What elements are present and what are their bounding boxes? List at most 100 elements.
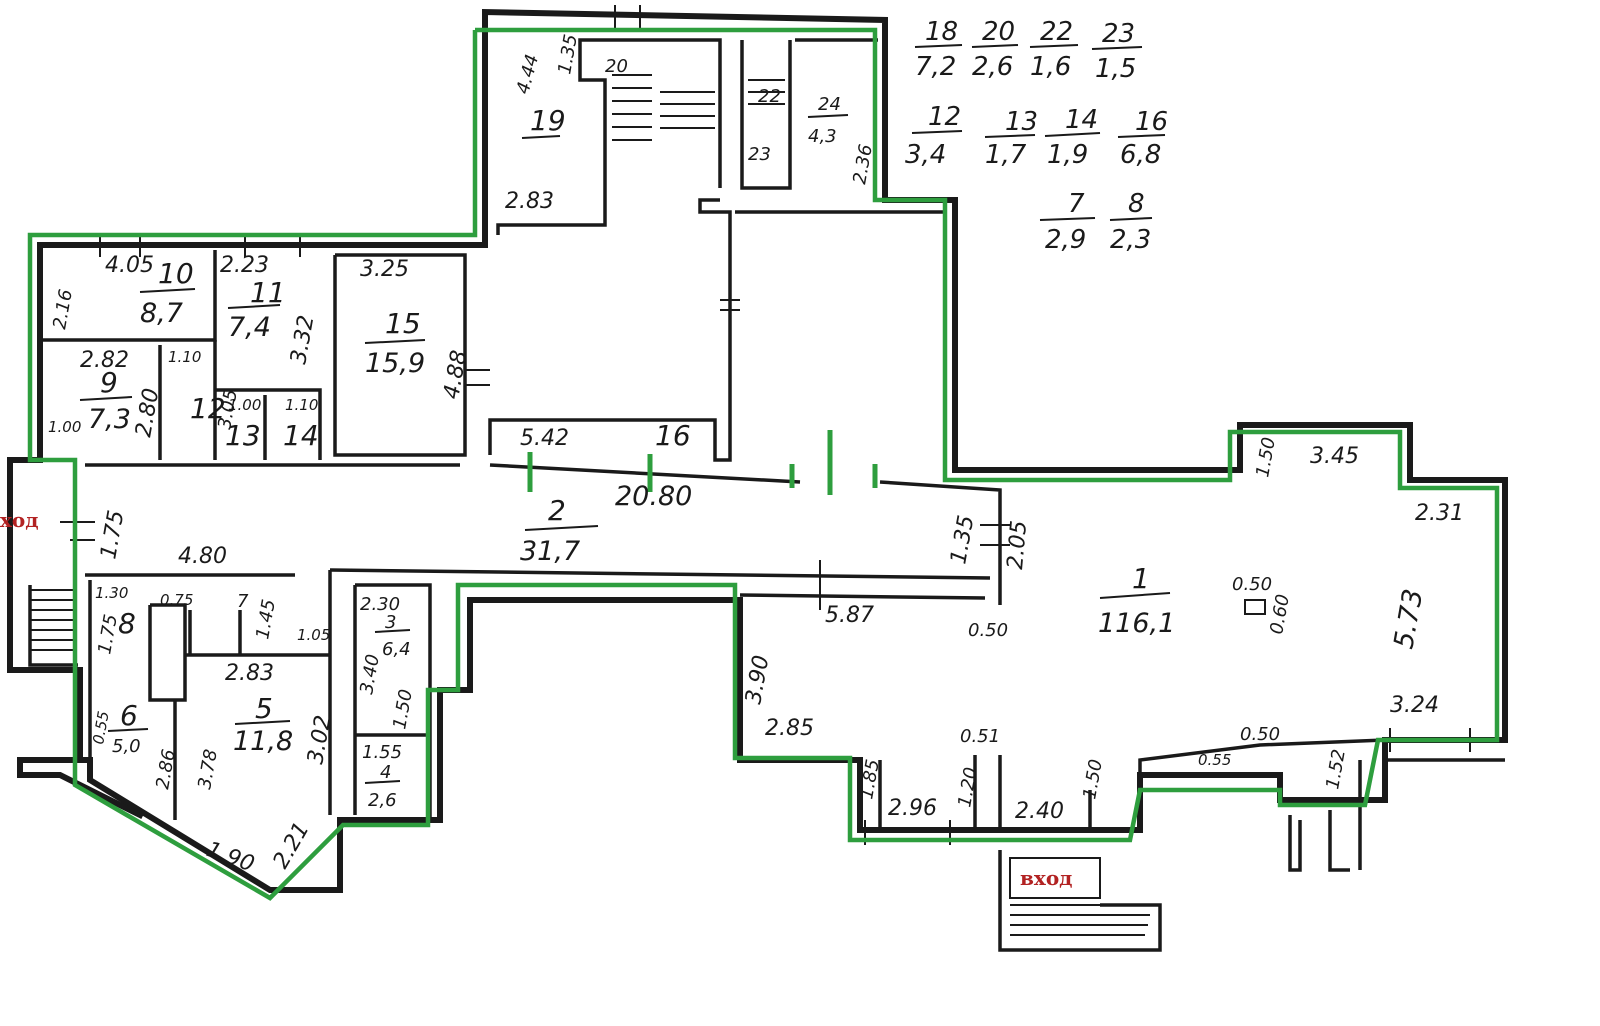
room-6-label: 6 5,0 [107, 699, 149, 757]
dimension: 2.36 [849, 143, 877, 186]
legend-number: 14 [1065, 105, 1098, 135]
legend-number: 12 [928, 102, 961, 132]
legend-number: 8 [1128, 189, 1145, 219]
room-area: 11,8 [233, 726, 293, 757]
dimension: 1.75 [94, 613, 122, 656]
dimension: 2.21 [269, 818, 315, 873]
room-20-number: 20 [605, 56, 628, 77]
dimension: 2.82 [80, 348, 129, 373]
room-14-number: 14 [283, 419, 319, 452]
premises-boundary [27, 27, 1500, 901]
entrance-label-left: ход [0, 508, 39, 532]
dimension: 1.45 [252, 598, 280, 641]
room-11-label: 11 7,4 [227, 276, 286, 343]
walls [7, 5, 1508, 952]
legend-item: 12 3,4 [905, 102, 963, 170]
legend-area: 2,3 [1110, 225, 1151, 255]
room-number: 11 [250, 276, 286, 309]
dimension: 2.83 [225, 661, 274, 686]
dimension: 1.50 [1252, 436, 1280, 479]
room-area: 7,3 [88, 404, 131, 435]
legend-item: 18 7,2 [914, 17, 963, 82]
dimension: 2.31 [1415, 501, 1464, 526]
legend-area: 1,6 [1030, 52, 1071, 82]
room-area: 7,4 [228, 312, 271, 343]
dimension: 1.35 [946, 513, 979, 566]
dimension: 1.50 [1079, 758, 1107, 801]
dimension: 2.96 [888, 796, 937, 821]
room-7-number: 7 [237, 591, 249, 612]
room-number: 4 [380, 762, 391, 783]
legend-number: 22 [1040, 17, 1073, 47]
room-area: 2,6 [368, 790, 397, 811]
room-number: 10 [158, 257, 194, 290]
dimension: 2.16 [49, 288, 77, 331]
dimension: 1.50 [389, 688, 417, 731]
legend-area: 7,2 [915, 52, 956, 82]
dimension: 1.10 [285, 396, 318, 414]
legend-area: 1,9 [1047, 140, 1088, 170]
dimension: 0.60 [1266, 593, 1294, 636]
dimension: 4.44 [513, 52, 544, 96]
legend-number: 18 [925, 17, 958, 47]
dimension: 4.88 [439, 348, 472, 401]
dimension: 5.73 [1388, 587, 1429, 652]
dimension: 1.20 [954, 766, 982, 809]
room-16-number: 16 [655, 419, 691, 452]
dimension: 5.87 [825, 603, 874, 628]
legend-number: 20 [982, 17, 1015, 47]
legend-area: 6,8 [1120, 140, 1161, 170]
room-number: 19 [530, 104, 566, 137]
room-number: 2 [548, 494, 566, 527]
dimension: 5.42 [520, 426, 569, 451]
legend-item: 8 2,3 [1109, 189, 1153, 255]
dimension: 0.50 [1240, 724, 1280, 745]
dimension: 2.40 [1015, 799, 1064, 824]
area-legend: 18 7,2 20 2,6 22 1,6 23 1,5 12 3,4 13 1,… [905, 17, 1168, 255]
room-3-label: 3 6,4 [374, 612, 411, 660]
dimension: 2.83 [505, 189, 554, 214]
dimension: 4.80 [178, 544, 227, 569]
room-24-label: 24 4,3 [807, 94, 849, 147]
room-area: 8,7 [140, 298, 183, 329]
dimension: 1.75 [96, 508, 129, 561]
dimension: 1.30 [95, 584, 128, 602]
room-13-number: 13 [225, 419, 261, 452]
dimension: 1.00 [228, 396, 261, 414]
room-area: 5,0 [112, 736, 141, 757]
dimension: 20.80 [615, 481, 692, 512]
dimension: 3.32 [286, 313, 319, 366]
dimension: 3.45 [1310, 444, 1359, 469]
legend-number: 23 [1102, 19, 1135, 49]
room-area: 116,1 [1098, 608, 1175, 639]
room-2-label: 2 31,7 [520, 494, 599, 567]
legend-area: 3,4 [905, 140, 946, 170]
dimension: 0.55 [89, 710, 113, 746]
dimension: 3.40 [356, 653, 384, 696]
room-number: 15 [385, 307, 421, 340]
room-number: 24 [818, 94, 841, 115]
legend-item: 14 1,9 [1044, 105, 1101, 170]
dimension: 1.00 [48, 418, 81, 436]
legend-number: 13 [1005, 107, 1038, 137]
room-number: 1 [1132, 562, 1150, 595]
dimension: 1.35 [554, 33, 582, 76]
dimension: 0.50 [1232, 574, 1272, 595]
dimension: 2.23 [220, 253, 269, 278]
room-area: 4,3 [808, 126, 837, 147]
legend-item: 13 1,7 [984, 107, 1038, 170]
room-8-number: 8 [118, 607, 136, 640]
legend-item: 20 2,6 [971, 17, 1019, 82]
dimension: 1.10 [168, 348, 201, 366]
room-19-label: 19 [521, 104, 566, 139]
dimension: 2.30 [360, 594, 400, 615]
dimension: 2.05 [1003, 520, 1032, 571]
room-9-label: 9 7,3 [79, 366, 133, 435]
legend-area: 2,9 [1045, 225, 1086, 255]
legend-item: 23 1,5 [1091, 19, 1143, 84]
room-number: 3 [385, 612, 396, 633]
entrance-label-bottom: вход [1020, 866, 1073, 890]
room-labels: 1 116,1 2 31,7 3 6,4 4 2,6 5 11,8 [79, 56, 1175, 811]
dimension: 3.78 [194, 748, 222, 791]
legend-number: 16 [1135, 107, 1168, 137]
